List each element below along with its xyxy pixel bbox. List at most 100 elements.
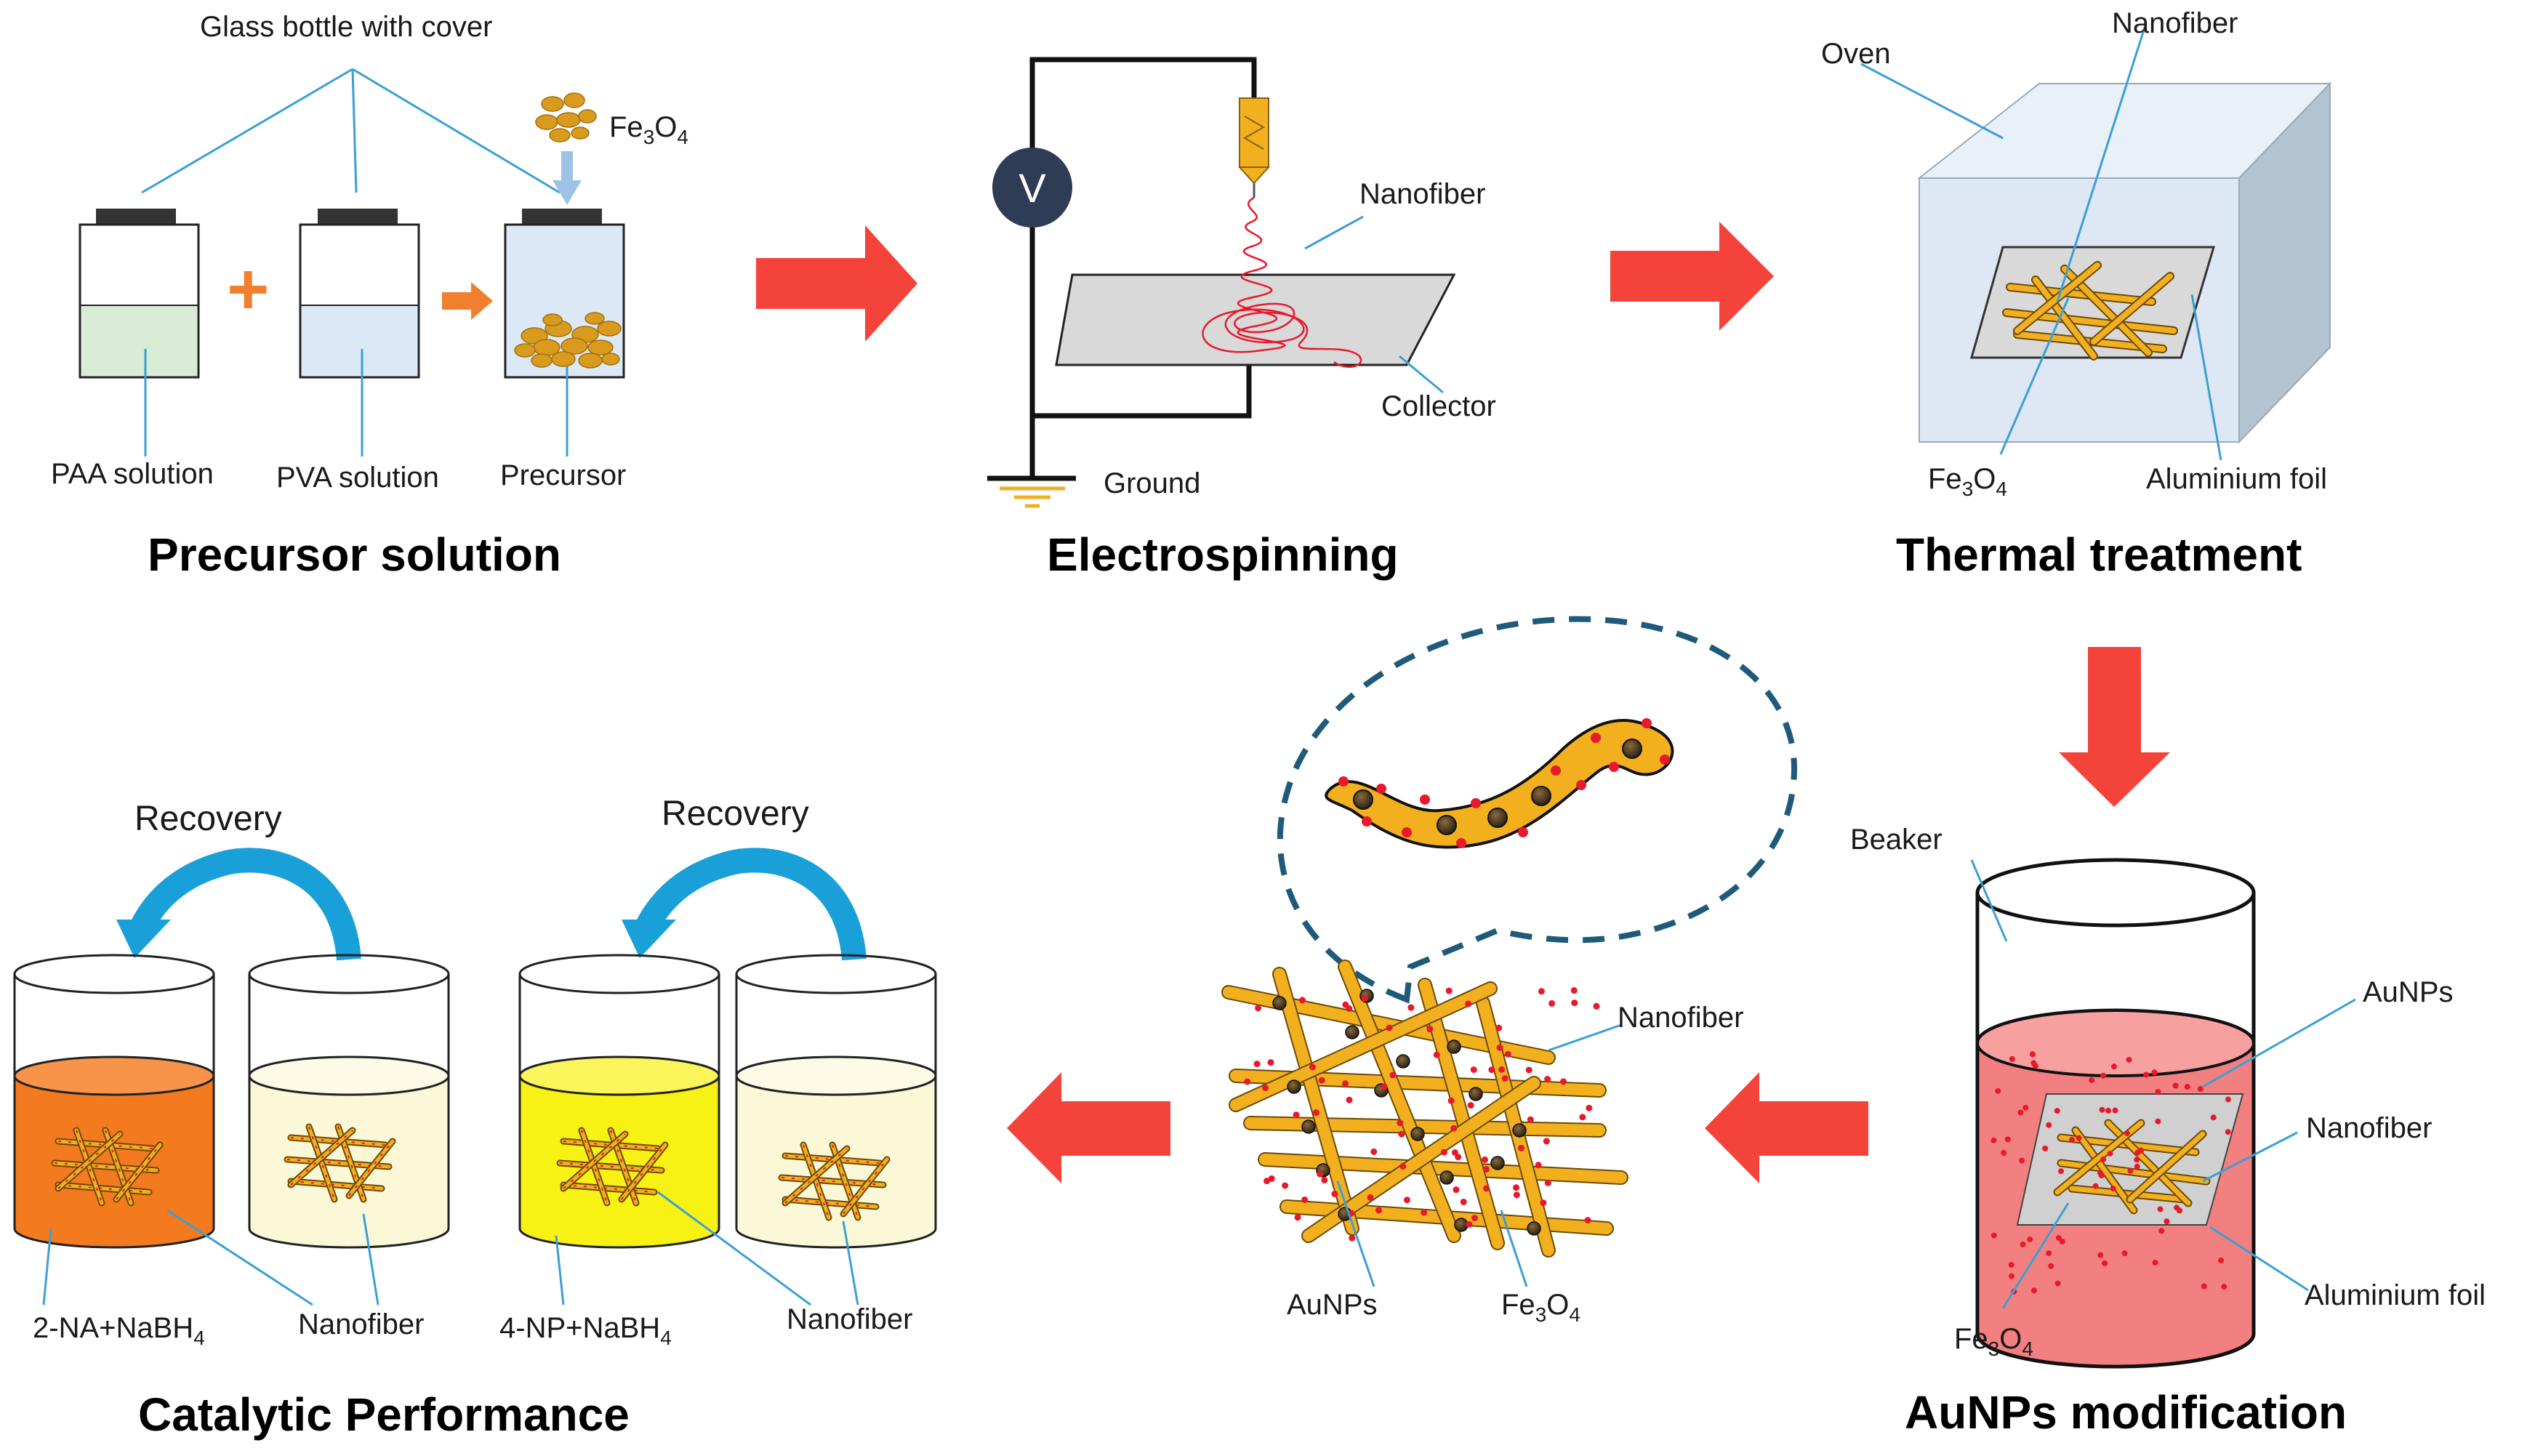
aunp-particle — [1660, 755, 1670, 765]
fe3o4-label-beaker: Fe3O4 — [1954, 1323, 2033, 1360]
mesh-aunp-particle — [1445, 987, 1453, 994]
fe3o4-particles-source-icon — [535, 92, 597, 142]
thermal-treatment-title: Thermal treatment — [1896, 528, 2302, 581]
aunp-dot — [2134, 1157, 2140, 1163]
aunp-particle — [1642, 718, 1652, 728]
panel-electrospinning: V Nanofiber Collector Ground Electrospin… — [987, 57, 1496, 581]
mesh-aunp-particle — [1471, 1215, 1478, 1222]
mesh-aunp-particle — [1268, 1175, 1275, 1182]
mini-fiber-aunps — [843, 1159, 888, 1215]
mesh-aunp-particle — [1586, 1104, 1593, 1111]
mesh-aunp-particle — [1488, 1066, 1495, 1074]
aunp-dot — [2155, 1118, 2161, 1125]
aunp-dot — [2054, 1280, 2061, 1287]
aunp-dot — [2076, 1135, 2082, 1141]
mesh-fe3o4-particle — [1345, 1025, 1359, 1039]
aunp-dot — [2197, 1086, 2203, 1093]
mini-fiber-rod — [56, 1183, 151, 1194]
flow-arrow-5-icon — [1007, 1072, 1170, 1183]
syringe-icon — [1237, 97, 1271, 198]
mesh-aunp-particle — [1367, 1194, 1374, 1201]
oven-fiber-rod — [2007, 284, 2155, 305]
mesh-aunp-particle — [1312, 1109, 1319, 1117]
mesh-aunp-particle — [1513, 1191, 1520, 1199]
mesh-aunp-particle — [1386, 1024, 1393, 1031]
oven-fiber-rod — [2033, 277, 2097, 359]
aunp-dot — [2225, 1096, 2231, 1103]
mesh-fe3o4-particle — [1447, 1039, 1461, 1054]
fe3o4-particle — [1353, 789, 1373, 810]
aunp-dot — [2225, 1129, 2231, 1135]
mini-fiber-aunps — [54, 1162, 157, 1171]
beaker-fiber-rod — [2073, 1127, 2137, 1213]
mesh-aunp-particle — [1349, 1234, 1356, 1242]
mesh-aunp-particle — [1498, 1066, 1506, 1073]
mini-fiber-aunps — [348, 1141, 393, 1196]
aunp-dot — [2107, 1150, 2113, 1157]
aunp-dot — [2020, 1241, 2026, 1247]
mesh-fiber-rod — [1230, 983, 1496, 1111]
mesh-fiber-rod — [1339, 961, 1460, 1242]
mesh-aunp-particle — [1253, 1061, 1261, 1068]
aunp-particle — [1362, 816, 1372, 826]
mesh-fe3o4-particle — [1527, 1221, 1541, 1236]
aluminium-foil-label-beaker: Aluminium foil — [2305, 1279, 2486, 1311]
aunp-dot — [2048, 1263, 2054, 1269]
recovery-label-2: Recovery — [662, 795, 809, 833]
oven-label: Oven — [1821, 38, 1891, 70]
aunp-dot — [2110, 1063, 2117, 1070]
mini-fiber-aunps — [784, 1148, 848, 1204]
aunp-dot — [2174, 1204, 2180, 1211]
aunp-dot — [2100, 1072, 2107, 1079]
aunp-dot — [2004, 1136, 2011, 1143]
fe3o4-label-thermal: Fe3O4 — [1928, 463, 2007, 500]
mesh-aunp-particle — [1540, 1199, 1547, 1207]
ground-icon — [1000, 486, 1065, 508]
mesh-aunp-particle — [1450, 1125, 1458, 1132]
mesh-aunp-particle — [1399, 1162, 1407, 1170]
aunp-dot — [2124, 1130, 2130, 1137]
aunp-particle — [1591, 733, 1601, 743]
flow-arrow-1-icon — [756, 225, 917, 342]
mesh-aunp-particle — [1403, 1196, 1410, 1204]
aunp-dot — [2110, 1186, 2116, 1192]
aunp-dot — [2112, 1107, 2118, 1114]
recovery-arrow-1-icon — [116, 848, 361, 961]
aunp-dot — [2134, 1163, 2140, 1170]
mesh-aunp-particle — [1535, 1162, 1542, 1169]
fe3o4-particle — [1531, 786, 1551, 806]
single-fiber-closeup — [1325, 719, 1674, 849]
pva-solution-label: PVA solution — [276, 462, 439, 494]
mesh-aunp-particle — [1525, 1066, 1532, 1074]
mini-fiber-aunps — [57, 1133, 121, 1189]
mesh-aunp-particle — [1501, 1075, 1508, 1082]
aunp-particle — [1456, 838, 1466, 848]
mini-fiber-aunps — [781, 1177, 884, 1186]
mini-meshes — [51, 1123, 891, 1221]
mesh-aunp-particle — [1593, 1002, 1600, 1010]
paa-bottle-icon — [79, 209, 200, 456]
mesh-fe3o4-particle — [1410, 1127, 1425, 1141]
closeup-particles — [1338, 718, 1670, 848]
mesh-aunp-particle — [1543, 1138, 1550, 1145]
mesh-aunp-particle — [1460, 1198, 1467, 1205]
mesh-aunp-particle — [1346, 1096, 1353, 1103]
aunp-particle — [1551, 765, 1561, 776]
ground-label: Ground — [1104, 467, 1200, 499]
mesh-fe3o4-particle — [1439, 1170, 1454, 1185]
aunp-dot — [2030, 1287, 2037, 1294]
mesh-aunp-particle — [1453, 1186, 1460, 1194]
mesh-aunp-particle — [1342, 1080, 1349, 1087]
aunp-dot — [2102, 1260, 2108, 1266]
aunp-dot — [2100, 1156, 2107, 1162]
recovery-arrow-2-icon — [622, 848, 867, 961]
mesh-aunp-particle — [1389, 1071, 1397, 1079]
aunp-dot — [2069, 1136, 2076, 1143]
mesh-aunp-particle — [1255, 1005, 1262, 1012]
aunps-label-mesh: AuNPs — [1287, 1289, 1378, 1321]
mini-fiber-aunps — [286, 1159, 390, 1167]
aunp-dot — [2218, 1257, 2225, 1263]
nanofiber-label-mesh: Nanofiber — [1618, 1002, 1743, 1034]
flow-arrow-4-icon — [1705, 1072, 1868, 1183]
